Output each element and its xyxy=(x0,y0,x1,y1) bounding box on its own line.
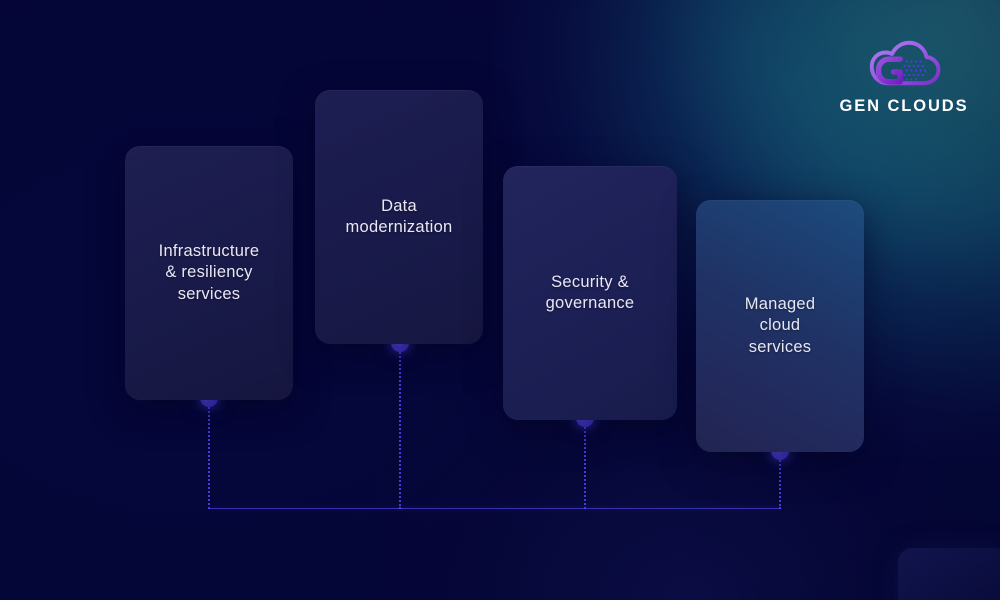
service-card-security-governance[interactable]: Security & governance xyxy=(503,166,677,420)
service-card-managed-cloud[interactable]: Managed cloud services xyxy=(696,200,864,452)
brand-name: GEN CLOUDS xyxy=(839,97,969,115)
service-card-label: Infrastructure & resiliency services xyxy=(158,242,260,303)
ghost-card-partial xyxy=(898,548,1000,600)
cloud-with-g-icon xyxy=(869,40,941,86)
brand-logo[interactable]: GEN CLOUDS xyxy=(840,38,968,116)
service-card-data-modernization[interactable]: Data modernization xyxy=(315,90,483,344)
service-card-label: Managed cloud services xyxy=(744,295,816,356)
service-card-infrastructure[interactable]: Infrastructure & resiliency services xyxy=(125,146,293,400)
data-dots-icon xyxy=(903,60,927,81)
service-card-label: Security & governance xyxy=(545,272,635,312)
service-card-label: Data modernization xyxy=(345,196,453,236)
